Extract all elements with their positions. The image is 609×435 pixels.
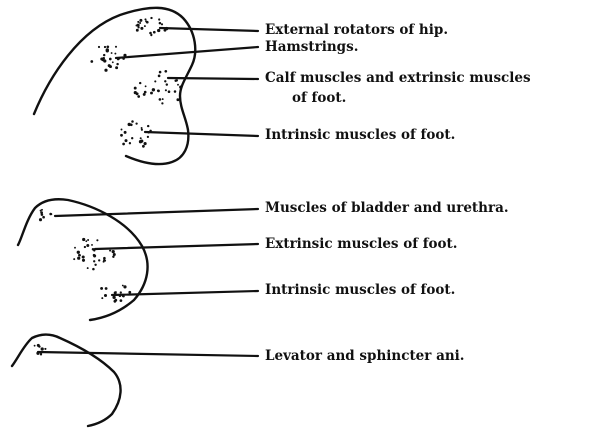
- label-hamstrings: Hamstrings.: [265, 41, 358, 55]
- label-intrinsic-muscles-of-foot-upper: Intrinsic muscles of foot.: [265, 129, 455, 143]
- leader-line-hamstrings: [116, 47, 258, 58]
- leader-line-intrinsic-upper: [145, 132, 258, 136]
- label-levator-and-sphincter-ani: Levator and sphincter ani.: [265, 350, 464, 364]
- label-calf-muscles-and-extrinsic-muscles: Calf muscles and extrinsic muscles: [265, 72, 531, 86]
- label-extrinsic-muscles-of-foot: Extrinsic muscles of foot.: [265, 238, 457, 252]
- label-external-rotators-of-hip: External rotators of hip.: [265, 24, 448, 38]
- dots-intrinsic-upper: [120, 120, 152, 147]
- upper-section-outline: [34, 8, 195, 164]
- label-muscles-of-bladder-and-urethra: Muscles of bladder and urethra.: [265, 202, 509, 216]
- dots-calf-muscles: [134, 70, 183, 105]
- leader-line-bladder-urethra: [55, 209, 258, 216]
- dots-extrinsic-middle: [73, 238, 116, 270]
- label-of-foot: of foot.: [292, 92, 346, 106]
- lower-section-outline: [12, 335, 121, 426]
- dots-bladder-urethra: [39, 209, 52, 221]
- leader-line-levator: [38, 352, 258, 356]
- leader-line-calf-muscles: [168, 78, 258, 79]
- leader-line-external-rotators: [160, 28, 258, 31]
- leader-line-extrinsic-middle: [95, 244, 258, 249]
- leader-line-intrinsic-middle: [112, 291, 258, 295]
- dots-external-rotators: [136, 17, 169, 36]
- dots-levator: [34, 344, 47, 356]
- label-intrinsic-muscles-of-foot-middle: Intrinsic muscles of foot.: [265, 284, 455, 298]
